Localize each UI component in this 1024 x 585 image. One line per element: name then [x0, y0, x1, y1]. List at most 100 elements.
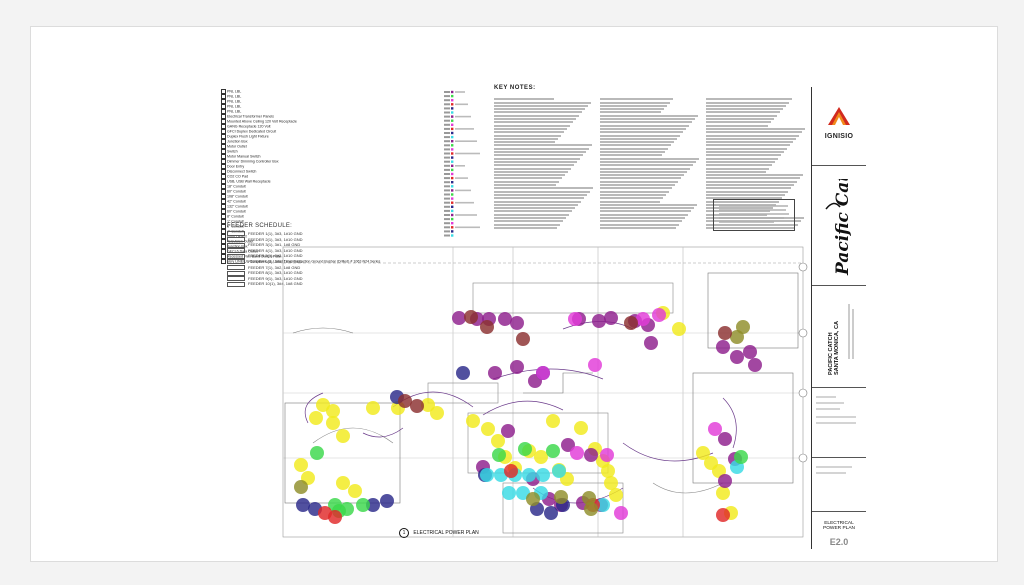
feeder-row: FEEDER 10(1), 3#4, 1#8 GND — [227, 281, 427, 287]
annotation-marker-yellow — [294, 458, 308, 472]
annotation-marker-yellow — [421, 398, 435, 412]
key-notes-column — [494, 97, 594, 230]
annotation-marker-yellow — [336, 429, 350, 443]
feeder-row: FEEDER 8(1), 3#3, 1#10 GND — [227, 270, 427, 276]
divider — [812, 387, 866, 388]
annotation-marker-yellow — [534, 450, 548, 464]
revision-lines — [816, 396, 856, 424]
annotation-marker-navy — [366, 498, 380, 512]
annotation-marker-green — [546, 444, 560, 458]
date-lines — [816, 466, 852, 474]
annotation-marker-purple — [644, 336, 658, 350]
general-notes-lines — [719, 205, 789, 223]
annotation-marker-yellow — [716, 486, 730, 500]
annotation-marker-purple — [584, 448, 598, 462]
feeder-row: FEEDER 6(1), 3#3, 1#10 GND — [227, 259, 427, 265]
plan-title: ELECTRICAL POWER PLAN — [413, 530, 479, 536]
annotation-marker-magenta — [600, 448, 614, 462]
legend-item: Duplex Flush Light Fixture — [221, 134, 439, 139]
project-name-block: PACIFIC CATCH SANTA MONICA, CA — [828, 321, 840, 375]
annotation-marker-purple — [592, 314, 606, 328]
feeder-schedule: FEEDER SCHEDULE: FEEDER 1(1), 3#3, 1#10 … — [227, 223, 427, 287]
annotation-marker-purple — [718, 432, 732, 446]
ignisio-logo-icon — [828, 107, 850, 125]
key-notes-heading: KEY NOTES: — [494, 85, 536, 91]
annotation-marker-magenta — [614, 506, 628, 520]
annotation-marker-cyan — [522, 468, 536, 482]
feeder-row: FEEDER 1(1), 3#3, 1#10 GND — [227, 231, 427, 237]
annotation-marker-olive — [730, 330, 744, 344]
annotation-marker-purple — [501, 424, 515, 438]
annotation-marker-brick — [398, 394, 412, 408]
legend-item: Switch — [221, 149, 439, 154]
annotation-marker-purple — [743, 345, 757, 359]
legend-item: USB, USB Wall Receptacle — [221, 179, 439, 184]
sheet-title-line: ELECTRICAL — [824, 521, 854, 526]
electrical-power-plan-drawing — [282, 246, 808, 538]
key-notes-column — [706, 97, 806, 230]
annotation-marker-green — [356, 498, 370, 512]
annotation-marker-olive — [582, 491, 596, 505]
feeder-row: FEEDER 5(1), 3#3, 1#10 GND — [227, 253, 427, 259]
legend-item: Electrical Transformer Panels — [221, 114, 439, 119]
annotation-marker-purple — [561, 438, 575, 452]
feeder-row: FEEDER 2(1), 3#3, 1#10 GND — [227, 237, 427, 243]
annotation-marker-brick — [480, 320, 494, 334]
annotation-marker-magenta — [708, 422, 722, 436]
sheet-title-line: POWER PLAN — [823, 526, 855, 532]
project-location: SANTA MONICA, CA — [834, 321, 840, 375]
legend-item: PNL LBL — [221, 104, 439, 109]
legend-item: 18" Conduit — [221, 184, 439, 189]
annotation-marker-green — [310, 446, 324, 460]
legend-item: 1" Conduit — [221, 219, 439, 224]
annotation-marker-olive — [584, 502, 598, 516]
legend-item: Dimmer Dimming Controller Box — [221, 159, 439, 164]
legend-item: Motor Manual Switch — [221, 154, 439, 159]
circuit-list — [444, 89, 486, 240]
annotation-marker-yellow — [601, 464, 615, 478]
annotation-marker-red — [716, 508, 730, 522]
legend-item: Junction Box — [221, 139, 439, 144]
annotation-marker-purple — [604, 311, 618, 325]
annotation-marker-brick — [410, 399, 424, 413]
annotation-marker-purple — [730, 350, 744, 364]
client-logo: Pacific Catch — [825, 179, 853, 276]
annotation-marker-brick — [464, 310, 478, 324]
feeder-row: FEEDER 7(1), 3#2, 1#8 GND — [227, 265, 427, 271]
legend-item: PNL LBL — [221, 109, 439, 114]
annotation-marker-cyan — [596, 498, 610, 512]
annotation-marker-yellow — [609, 488, 623, 502]
general-notes-box — [713, 199, 795, 231]
annotation-marker-magenta — [536, 366, 550, 380]
feeder-row: FEEDER 4(1), 3#3, 1#10 GND — [227, 248, 427, 254]
annotation-marker-navy — [456, 366, 470, 380]
plan-caption: 1 ELECTRICAL POWER PLAN — [399, 528, 479, 538]
legend-item: Motor Outlet — [221, 144, 439, 149]
annotation-marker-cyan — [480, 468, 494, 482]
annotation-marker-yellow — [481, 422, 495, 436]
annotation-marker-magenta — [588, 358, 602, 372]
annotation-marker-yellow — [336, 476, 350, 490]
plan-number: 1 — [399, 528, 409, 538]
legend-item: 60" Conduit — [221, 209, 439, 214]
annotation-marker-purple — [748, 358, 762, 372]
annotation-marker-yellow — [348, 484, 362, 498]
annotation-marker-red — [328, 510, 342, 524]
legend-item: CO2 CO Pad — [221, 174, 439, 179]
annotation-marker-magenta — [570, 446, 584, 460]
sheet-title: ELECTRICAL POWER PLAN — [812, 521, 866, 532]
annotation-marker-yellow — [366, 401, 380, 415]
annotation-marker-brick — [516, 332, 530, 346]
annotation-marker-yellow — [696, 446, 710, 460]
annotation-marker-magenta — [636, 312, 650, 326]
address-lines — [848, 304, 854, 359]
annotation-marker-purple — [510, 316, 524, 330]
annotation-marker-yellow — [604, 476, 618, 490]
legend-item: Disconnect Switch — [221, 169, 439, 174]
annotation-marker-purple — [716, 340, 730, 354]
annotation-marker-purple — [452, 311, 466, 325]
legend-item: 8" Conduit — [221, 214, 439, 219]
circuit-lines — [444, 90, 480, 237]
